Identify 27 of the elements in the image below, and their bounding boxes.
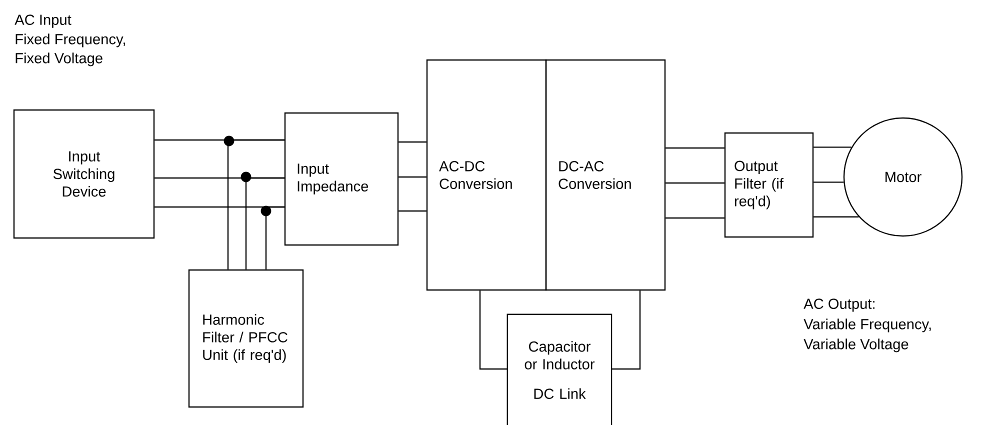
harmonic-filter-box: Harmonic Filter / PFCC Unit (if req'd): [188, 269, 304, 408]
impedance-box: Input Impedance: [284, 112, 399, 246]
note-text: Fixed Frequency,: [16, 34, 125, 48]
filter-box: Output Filter (if req'd): [724, 132, 814, 238]
wire: [398, 141, 426, 143]
wire: [666, 147, 724, 149]
note-text: AC Output:: [804, 298, 874, 312]
note-text: AC Input: [14, 14, 72, 28]
converter-box: AC-DC Conversion: [426, 59, 547, 291]
wire: [666, 217, 724, 219]
wire: [245, 177, 284, 270]
note-text: Variable Frequency,: [804, 318, 931, 332]
wire: [666, 182, 724, 184]
note-text: Variable Voltage: [804, 338, 908, 352]
dc-link-box: Capacitor or Inductor DC Link: [506, 314, 612, 425]
wire: [265, 206, 284, 270]
note-text: Fixed Voltage: [16, 52, 102, 66]
switching-device-box: Input Switching Device: [13, 109, 155, 239]
wire: [227, 139, 284, 270]
wire: [612, 290, 641, 370]
wire: [814, 182, 844, 183]
wire: [814, 146, 852, 148]
wire: [479, 290, 508, 370]
converter-box: DC-AC Conversion: [545, 59, 666, 291]
wire: [398, 210, 426, 212]
wire: [398, 176, 426, 178]
wire: [814, 216, 859, 218]
